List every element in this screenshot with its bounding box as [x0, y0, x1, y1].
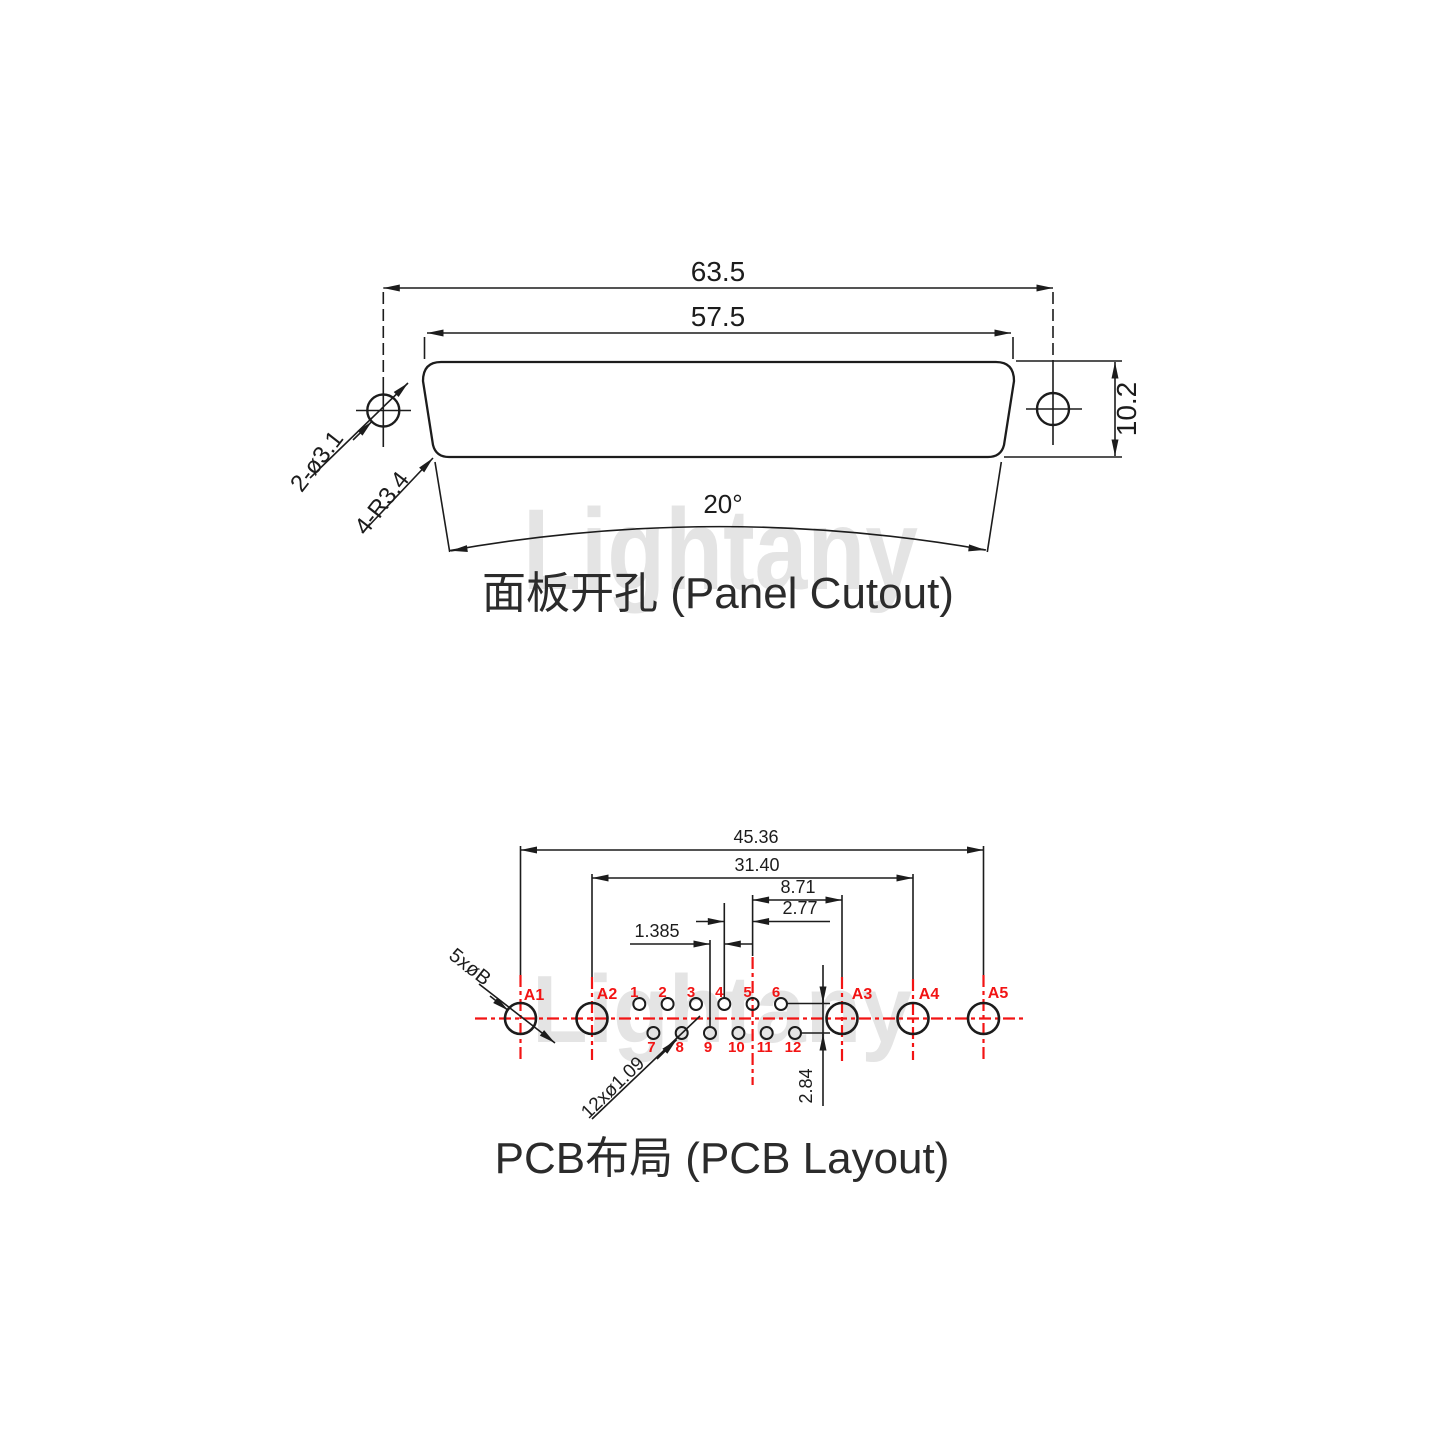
pin-2-circle	[660, 997, 675, 1011]
pin-10-label: 10	[728, 1039, 745, 1056]
pin-5-label: 5	[743, 984, 751, 1001]
watermark-text-top: Lightany	[523, 486, 918, 614]
label-4-r3-4: 4-R3.4	[349, 467, 415, 540]
dim-overall-width: 63.5	[383, 256, 1053, 292]
dim-20deg-text: 20°	[703, 489, 742, 519]
dim-a1-a5: 45.36	[520, 827, 984, 854]
dim-8-71-text: 8.71	[780, 877, 815, 897]
leader-4-r3-4	[361, 457, 434, 534]
pin-8-label: 8	[676, 1039, 684, 1056]
pad-a4-label: A4	[919, 986, 940, 1003]
pad-a4-circle	[896, 1001, 930, 1036]
angle-arc-arrow-right	[968, 544, 986, 552]
pin-6-label: 6	[772, 984, 780, 1001]
dim-side-angle: 20°	[434, 461, 1003, 553]
pin-9-circle	[703, 1026, 717, 1040]
pad-a3-label: A3	[852, 986, 873, 1003]
leader-5xb-arrow	[489, 995, 509, 1012]
dim-cutout-width: 57.5	[423, 301, 1014, 359]
pin-11-label: 11	[757, 1039, 773, 1056]
pcb-layout-drawing: Lightany 45.36	[445, 827, 1025, 1183]
angle-arc	[449, 525, 987, 552]
panel-cutout-drawing: Lightany 63.5 57.5	[285, 256, 1142, 618]
signal-pins: 1 2 3 4 5 6 7 8 9 10 11 12	[630, 984, 802, 1056]
dim-row-spacing: 2.84	[787, 965, 830, 1106]
left-mount-hole	[356, 292, 411, 447]
dim-1-385-text: 1.385	[634, 921, 679, 941]
panel-cutout-title: 面板开孔 (Panel Cutout)	[482, 569, 954, 618]
extension-lines	[519, 846, 985, 1027]
dim-2-77-text: 2.77	[782, 898, 817, 918]
leader-12x1-09	[591, 1015, 701, 1120]
pin-4-circle	[717, 997, 732, 1011]
pad-a3-circle	[825, 1001, 859, 1036]
panel-cutout-outline	[421, 360, 1016, 459]
pad-a1-label: A1	[524, 987, 545, 1004]
pin-11-circle	[759, 1026, 774, 1040]
pin-2-label: 2	[658, 984, 666, 1001]
label-5xb: 5xøB	[445, 944, 495, 990]
pad-a1-circle	[503, 1001, 538, 1036]
pin-7-label: 7	[647, 1039, 655, 1056]
pin-9-label: 9	[704, 1039, 712, 1056]
pin-8-circle	[674, 1026, 689, 1040]
dim-63-5-text: 63.5	[691, 256, 746, 287]
dim-cutout-height: 10.2	[1004, 360, 1142, 458]
pin-12-circle	[788, 1026, 802, 1040]
pad-a5-label: A5	[988, 985, 1009, 1002]
pin-12-label: 12	[785, 1039, 802, 1056]
flare-line-right	[986, 461, 1003, 553]
leader-12x1-09-arrow	[656, 1039, 678, 1060]
pad-a5-circle	[966, 1001, 1001, 1036]
pin-1-circle	[632, 997, 647, 1011]
pad-a2-circle	[575, 1001, 609, 1036]
pin-4-label: 4	[715, 984, 724, 1001]
dim-57-5-text: 57.5	[691, 301, 746, 332]
dim-pin-pitch: 2.77	[696, 898, 830, 925]
pin-7-circle	[646, 1026, 661, 1040]
pin-3-circle	[689, 997, 703, 1011]
pin-1-label: 1	[630, 984, 638, 1001]
dim-45-36-text: 45.36	[733, 827, 778, 847]
pin-10-circle	[731, 1026, 746, 1040]
dim-center-a3: 8.71	[752, 877, 842, 904]
leader-5xb	[478, 983, 556, 1044]
right-mount-hole	[1026, 292, 1082, 445]
dim-2-84-text: 2.84	[796, 1068, 816, 1103]
pin-3-label: 3	[687, 984, 695, 1001]
dim-a2-a4: 31.40	[592, 855, 913, 882]
leader-2-phi3-1-arrow	[352, 421, 373, 441]
flare-line-left	[434, 461, 451, 553]
dim-10-2-text: 10.2	[1111, 382, 1142, 437]
callout-corner-radius: 4-R3.4	[349, 457, 434, 540]
dim-31-40-text: 31.40	[734, 855, 779, 875]
pin-6-circle	[774, 997, 788, 1011]
label-2-phi3-1: 2-ø3.1	[285, 426, 349, 497]
dim-row-offset: 1.385	[630, 921, 753, 948]
coax-pads: A1 A2 A3 A4 A5	[503, 985, 1009, 1036]
pad-a2-label: A2	[597, 986, 618, 1003]
angle-arc-arrow-left	[450, 545, 468, 553]
label-12x1-09: 12xø1.09	[577, 1053, 649, 1123]
centerlines	[475, 957, 1025, 1085]
pcb-layout-title: PCB布局 (PCB Layout)	[495, 1134, 950, 1183]
pin-5-circle	[745, 997, 760, 1011]
